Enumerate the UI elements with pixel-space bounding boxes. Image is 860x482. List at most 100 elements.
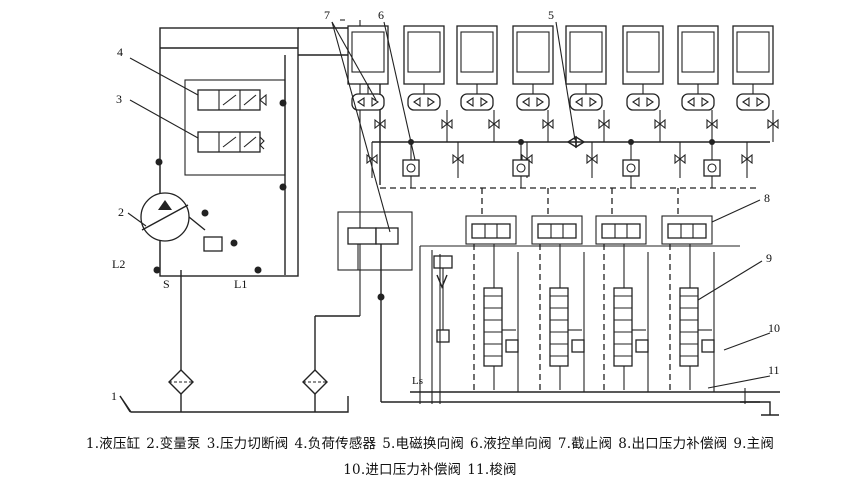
valve-section-1 <box>465 188 519 392</box>
port-Ls: Ls <box>412 375 423 387</box>
inlet-compensator <box>571 339 585 353</box>
branch-valve-7 <box>706 110 718 142</box>
cylinder-body <box>403 25 445 85</box>
cylinder-body <box>677 25 719 85</box>
outlet-compensator <box>667 223 707 239</box>
control-block <box>159 27 299 277</box>
label-7: 7 <box>324 8 330 22</box>
cylinder-check-valve <box>569 93 603 111</box>
cylinder-check-valve <box>407 93 441 111</box>
branch-valve-symbol <box>374 118 386 130</box>
cylinder-body <box>565 25 607 85</box>
cylinder-piston <box>681 31 715 73</box>
label-2: 2 <box>118 205 124 219</box>
branch-valve-symbol <box>654 118 666 130</box>
cylinder-piston <box>569 31 603 73</box>
solenoid-directional-valve <box>566 135 586 149</box>
valve-section-4 <box>661 188 715 392</box>
cylinder-body <box>512 25 554 85</box>
label-10: 10 <box>768 321 780 335</box>
label-8: 8 <box>764 191 770 205</box>
pressure-cutoff-valve <box>197 131 265 153</box>
branch-valve-symbol <box>488 118 500 130</box>
section-frame <box>465 215 517 245</box>
label-5: 5 <box>548 8 554 22</box>
lower-branch-valve-6 <box>741 142 753 178</box>
cylinder-piston <box>736 31 770 73</box>
branch-valve-5 <box>598 110 610 142</box>
cylinder-check-valve <box>516 93 550 111</box>
legend-item: 8.出口压力补偿阀 <box>618 436 728 452</box>
legend-item: 5.电磁换向阀 <box>382 436 465 452</box>
branch-valve-8 <box>767 110 779 142</box>
inlet-compensator <box>635 339 649 353</box>
outlet-compensator <box>471 223 511 239</box>
hydraulic-cylinder-8 <box>732 25 774 111</box>
lower-branch-valve-1 <box>366 142 378 178</box>
inlet-compensator <box>701 339 715 353</box>
left-junctions <box>153 99 287 274</box>
valve-section-3 <box>595 188 649 392</box>
port-L2: L2 <box>112 257 125 271</box>
legend-item: 10.进口压力补偿阀 <box>343 462 462 478</box>
cylinder-check-valve <box>626 93 660 111</box>
main-valve-spool <box>549 287 569 367</box>
pilot-check-ball <box>707 163 717 173</box>
main-valve-spool <box>613 287 633 367</box>
cylinder-check-valve <box>460 93 494 111</box>
cylinder-piston <box>516 31 550 73</box>
main-valve-spool <box>483 287 503 367</box>
branch-valve-symbol <box>542 118 554 130</box>
label-11: 11 <box>768 363 780 377</box>
cylinder-body <box>347 25 389 85</box>
cylinder-check-valve <box>736 93 770 111</box>
lower-branch-valve-5 <box>674 142 686 178</box>
lower-branch-valve-symbol <box>741 153 753 165</box>
lower-branch-valve-2 <box>452 142 464 178</box>
lower-branch-valve-symbol <box>366 153 378 165</box>
pilot-check-ball <box>406 163 416 173</box>
branch-valve-symbol <box>598 118 610 130</box>
legend-item: 1.液压缸 <box>85 436 141 452</box>
check-arrows <box>632 96 654 108</box>
pilot-check-valve-4 <box>703 139 721 188</box>
port-L1: L1 <box>234 277 247 291</box>
cylinder-body <box>622 25 664 85</box>
hydraulic-cylinder-6 <box>622 25 664 111</box>
branch-valve-4 <box>542 110 554 142</box>
hydraulic-cylinder-3 <box>456 25 498 111</box>
branch-valve-symbol <box>767 118 779 130</box>
label-9: 9 <box>766 251 772 265</box>
pilot-check-ball <box>626 163 636 173</box>
cylinder-body <box>456 25 498 85</box>
branch-valve-symbol <box>706 118 718 130</box>
check-arrows <box>575 96 597 108</box>
section-frame <box>661 215 713 245</box>
section-frame <box>531 215 583 245</box>
label-1: 1 <box>111 389 117 403</box>
valve-sections <box>465 188 715 392</box>
hydraulic-cylinder-2 <box>403 25 445 111</box>
junction-dot <box>709 139 715 145</box>
lower-collector <box>381 245 780 416</box>
check-arrows <box>413 96 435 108</box>
variable-pump <box>140 160 223 270</box>
pilot-check-body <box>512 159 530 177</box>
legend-item: 7.截止阀 <box>557 436 613 452</box>
pilot-check-valve-2 <box>512 139 530 188</box>
legend-item: 9.主阀 <box>733 436 775 452</box>
legend-item: 6.液控单向阀 <box>470 436 552 452</box>
outlet-compensator <box>537 223 577 239</box>
branch-valve-2 <box>441 110 453 142</box>
valve-section-2 <box>531 188 585 392</box>
legend-item: 3.压力切断阀 <box>206 436 289 452</box>
lower-branch-valve-symbol <box>586 153 598 165</box>
cylinder-row <box>347 25 779 188</box>
cylinder-check-valve <box>681 93 715 111</box>
port-S: S <box>163 277 170 291</box>
pilot-check-body <box>402 159 420 177</box>
cylinder-check-valve <box>351 93 385 111</box>
